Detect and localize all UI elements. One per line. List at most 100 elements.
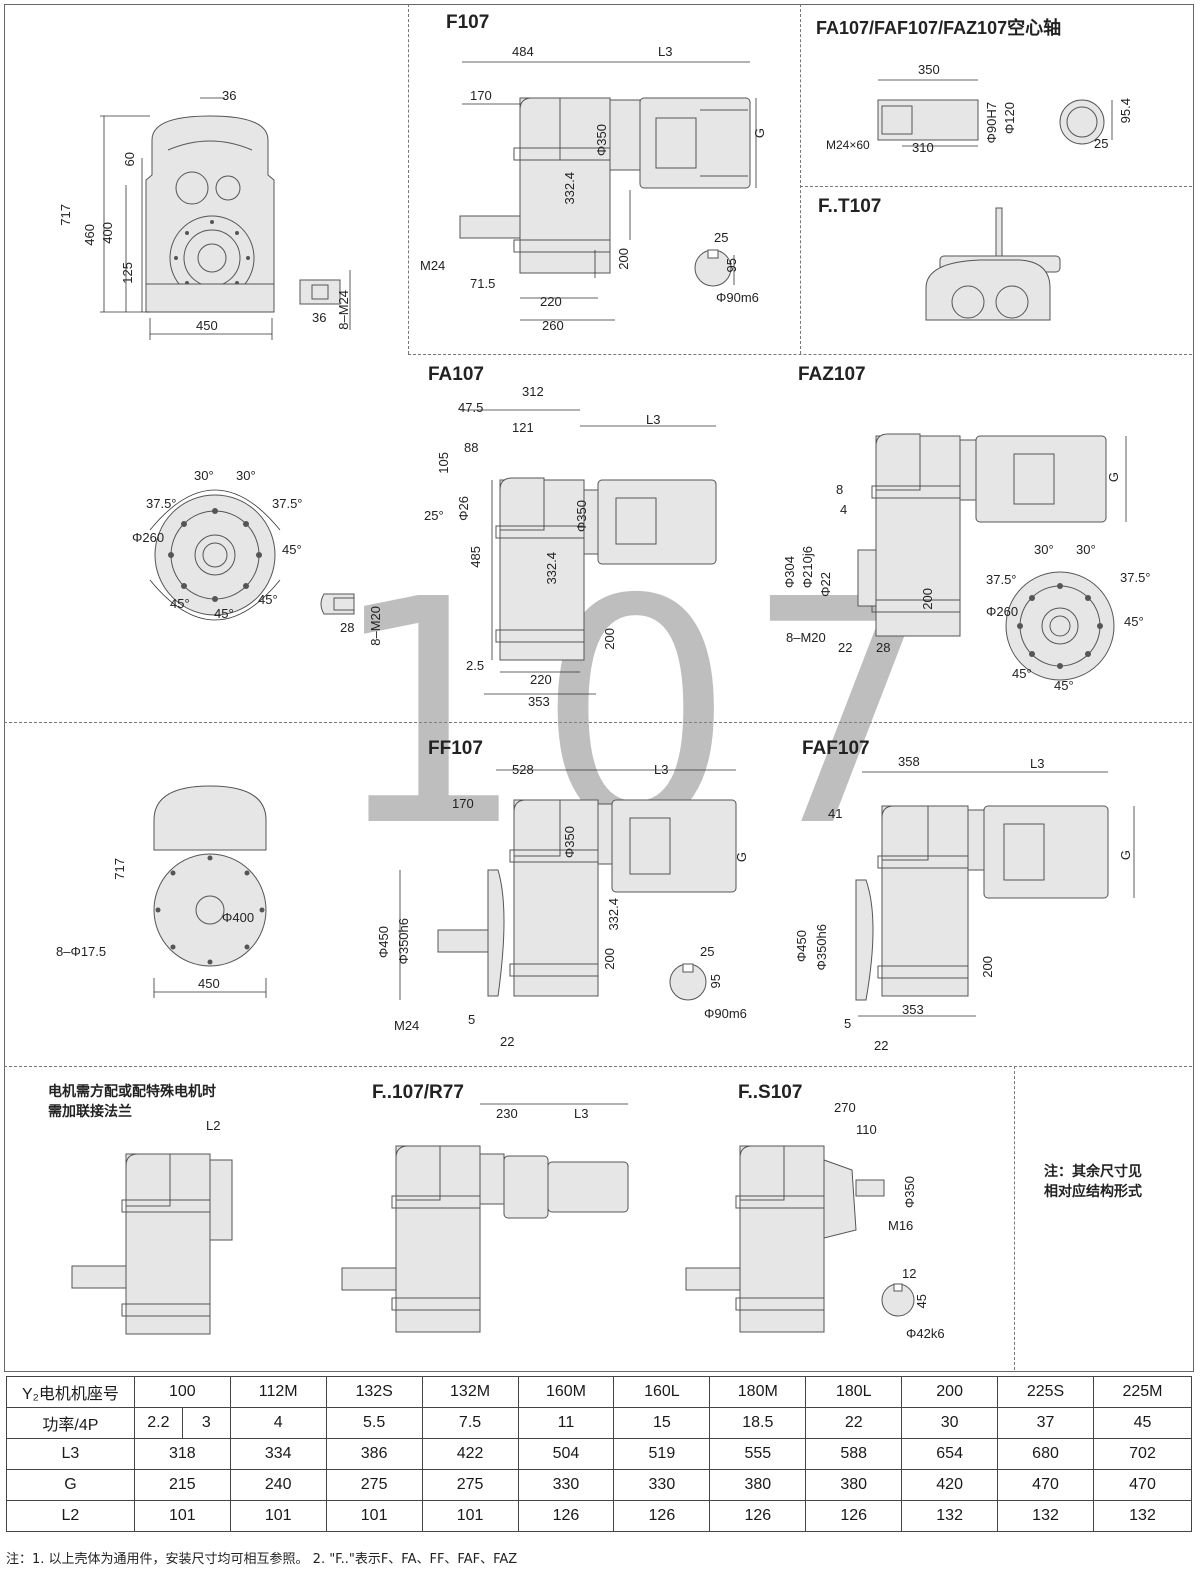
table-cell: 126 (517, 1500, 615, 1532)
table-cell: 180M (709, 1376, 807, 1408)
table-cell: 422 (421, 1438, 519, 1470)
dim-ff107-170: 170 (452, 796, 474, 811)
table-cell: 504 (517, 1438, 615, 1470)
dim-faz107-8: 8 (836, 482, 844, 497)
dim-m20-28: 28 (340, 620, 355, 635)
hollow-shaft-drawing (820, 70, 1180, 170)
dim-ff-side-phi400: Φ400 (222, 910, 255, 925)
dim-ff107-phi350: Φ350 (562, 826, 577, 859)
fs107-drawing (680, 1120, 960, 1350)
dim-faf107-phi450: Φ450 (794, 930, 809, 963)
table-cell: 680 (997, 1438, 1094, 1470)
dim-faz107-g: G (1106, 472, 1121, 483)
dim-f107-260: 260 (542, 318, 564, 333)
row-label: G (6, 1469, 135, 1501)
dim-f107-200: 200 (616, 248, 631, 270)
dim-faf107-22: 22 (874, 1038, 889, 1053)
dim-side-460: 460 (82, 224, 97, 246)
fr77-drawing (330, 1120, 650, 1340)
dim-fa107-121: 121 (512, 420, 534, 435)
faz-flange-angle-30a: 30° (1034, 542, 1054, 557)
faz-flange-angle-30b: 30° (1076, 542, 1096, 557)
dim-f107-220: 220 (540, 294, 562, 309)
dim-fa107-312: 312 (522, 384, 544, 399)
motor-spec-table: Y₂电机机座号 100 112M 132S 132M 160M 160L 180… (6, 1376, 1193, 1532)
adapter-note-line2: 需加联接法兰 (48, 1104, 132, 1120)
dim-hollow-25: 25 (1094, 136, 1109, 151)
dim-fa107-105: 105 (436, 452, 451, 474)
dim-faf107-5: 5 (844, 1016, 852, 1031)
table-cell: 225S (997, 1376, 1094, 1408)
faz-flange-angle-45b: 45° (1012, 666, 1032, 681)
dim-key-m24: 8–M24 (336, 290, 351, 330)
table-cell: 160L (613, 1376, 711, 1408)
drawing-frame (4, 4, 1194, 1372)
m20-thread-detail-drawing (318, 584, 368, 624)
dim-ff107-528: 528 (512, 762, 534, 777)
table-cell: 112M (229, 1376, 327, 1408)
dim-fs107-270: 270 (834, 1100, 856, 1115)
table-cell: 132M (421, 1376, 519, 1408)
dim-side-36: 36 (222, 88, 237, 103)
dim-f107-phi350: Φ350 (594, 124, 609, 157)
table-cell: 318 (133, 1438, 231, 1470)
faz-flange-angle-37-5a: 37.5° (986, 572, 1017, 587)
dim-fa107-220: 220 (530, 672, 552, 687)
dim-f107-170: 170 (470, 88, 492, 103)
table-cell: 101 (421, 1500, 519, 1532)
row-label: 功率/4P (6, 1407, 135, 1439)
dim-f107-l3: L3 (658, 44, 673, 59)
dim-fa107-angle-25: 25° (424, 508, 444, 523)
table-cell: 101 (325, 1500, 423, 1532)
dim-faf107-41: 41 (828, 806, 843, 821)
section-title-f107: F107 (446, 12, 490, 33)
table-cell: 126 (709, 1500, 807, 1532)
section-title-ff107: FF107 (428, 738, 483, 759)
table-cell: 2.2 (133, 1407, 183, 1439)
flange-phi260: Φ260 (132, 530, 165, 545)
dim-faf107-200: 200 (980, 956, 995, 978)
table-cell: 225M (1092, 1376, 1193, 1408)
dim-hollow-phi120: Φ120 (1002, 102, 1017, 135)
faz-flange-phi260: Φ260 (986, 604, 1019, 619)
flange-angle-30a: 30° (194, 468, 214, 483)
section-title-fa107: FA107 (428, 364, 484, 385)
table-cell: 380 (709, 1469, 807, 1501)
ff107-side-view-drawing (380, 760, 780, 1060)
section-title-ft107: F..T107 (818, 196, 882, 217)
section-title-faz107: FAZ107 (798, 364, 866, 385)
ft107-torque-arm-drawing (900, 200, 1080, 340)
dim-fs107-phi42: Φ42k6 (906, 1326, 945, 1341)
housing-end-view-drawing (60, 80, 390, 360)
section-title-faf107: FAF107 (802, 738, 870, 759)
flange-angle-45a: 45° (282, 542, 302, 557)
dim-fr77-230: 230 (496, 1106, 518, 1121)
table-cell: 275 (421, 1469, 519, 1501)
table-cell: 200 (901, 1376, 999, 1408)
dim-faz107-phi22: Φ22 (818, 572, 833, 597)
footnote: 注：1. 以上壳体为通用件，安装尺寸均可相互参照。 2. "F.."表示F、FA… (6, 1552, 518, 1567)
dim-key-36: 36 (312, 310, 327, 325)
dim-fs107-key-45: 45 (914, 1294, 929, 1309)
dim-ff107-key-25: 25 (700, 944, 715, 959)
table-cell: 4 (229, 1407, 327, 1439)
faz107-flange-view-drawing (990, 550, 1160, 690)
dim-f107-key-25: 25 (714, 230, 729, 245)
divider (4, 722, 1192, 723)
dim-fr77-l3: L3 (574, 1106, 589, 1121)
table-cell: 11 (517, 1407, 615, 1439)
divider (408, 4, 409, 354)
ff107-end-view-drawing (110, 780, 310, 1010)
dim-m20-holes: 8–M20 (368, 606, 383, 646)
dim-f107-key-95: 95 (724, 258, 739, 273)
flange-angle-30b: 30° (236, 468, 256, 483)
table-cell: 101 (133, 1500, 231, 1532)
dim-fa107-phi350: Φ350 (574, 500, 589, 533)
table-cell: 160M (517, 1376, 615, 1408)
table-cell: 30 (901, 1407, 999, 1439)
dim-fs107-key-12: 12 (902, 1266, 917, 1281)
table-cell: 380 (805, 1469, 903, 1501)
dim-f107-332: 332.4 (562, 172, 577, 205)
dim-ff107-g: G (734, 852, 749, 863)
table-cell: 470 (1092, 1469, 1193, 1501)
